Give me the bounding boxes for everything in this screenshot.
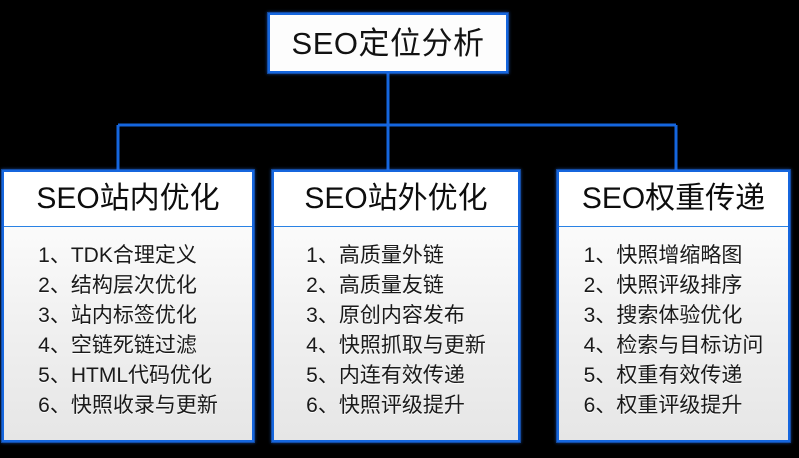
branch-header: SEO站内优化 (4, 172, 252, 227)
list-item: 1、TDK合理定义 (38, 244, 197, 267)
list-item: 2、结构层次优化 (38, 274, 197, 297)
branch-node-seo-offsite[interactable]: SEO站外优化 1、高质量外链 2、高质量友链 3、原创内容发布 4、快照抓取与… (272, 170, 520, 442)
list-item: 5、内连有效传递 (306, 364, 465, 387)
list-item: 2、快照评级排序 (583, 274, 743, 297)
list-item: 3、原创内容发布 (306, 304, 465, 327)
branch-header: SEO站外优化 (274, 172, 518, 227)
branch-header-label: SEO站外优化 (304, 182, 488, 215)
branch-body: 1、快照增缩略图 2、快照评级排序 3、搜索体验优化 4、检索与目标访问 5、权… (559, 227, 788, 440)
list-item: 1、快照增缩略图 (583, 244, 743, 267)
list-item: 4、空链死链过滤 (38, 334, 197, 357)
list-item: 5、权重有效传递 (583, 364, 743, 387)
branch-body: 1、TDK合理定义 2、结构层次优化 3、站内标签优化 4、空链死链过滤 5、H… (4, 227, 252, 440)
branch-node-seo-onsite[interactable]: SEO站内优化 1、TDK合理定义 2、结构层次优化 3、站内标签优化 4、空链… (2, 170, 254, 442)
list-item: 3、搜索体验优化 (583, 304, 743, 327)
list-item: 4、快照抓取与更新 (306, 334, 486, 357)
list-item: 3、站内标签优化 (38, 304, 197, 327)
branch-item-list: 1、TDK合理定义 2、结构层次优化 3、站内标签优化 4、空链死链过滤 5、H… (38, 241, 218, 421)
list-item: 4、检索与目标访问 (583, 334, 764, 357)
branch-header: SEO权重传递 (559, 172, 788, 227)
list-item: 6、快照收录与更新 (38, 394, 218, 417)
branch-header-label: SEO权重传递 (581, 182, 766, 215)
list-item: 2、高质量友链 (306, 274, 444, 297)
branch-item-list: 1、高质量外链 2、高质量友链 3、原创内容发布 4、快照抓取与更新 5、内连有… (306, 241, 486, 421)
list-item: 5、HTML代码优化 (38, 364, 213, 387)
branch-item-list: 1、快照增缩略图 2、快照评级排序 3、搜索体验优化 4、检索与目标访问 5、权… (584, 241, 764, 421)
root-node-label: SEO定位分析 (291, 25, 485, 61)
branch-node-seo-weight[interactable]: SEO权重传递 1、快照增缩略图 2、快照评级排序 3、搜索体验优化 4、检索与… (557, 170, 790, 442)
list-item: 1、高质量外链 (306, 244, 444, 267)
root-node[interactable]: SEO定位分析 (268, 13, 508, 73)
list-item: 6、权重评级提升 (583, 394, 743, 417)
branch-header-label: SEO站内优化 (36, 182, 220, 215)
list-item: 6、快照评级提升 (306, 394, 465, 417)
branch-body: 1、高质量外链 2、高质量友链 3、原创内容发布 4、快照抓取与更新 5、内连有… (274, 227, 518, 440)
